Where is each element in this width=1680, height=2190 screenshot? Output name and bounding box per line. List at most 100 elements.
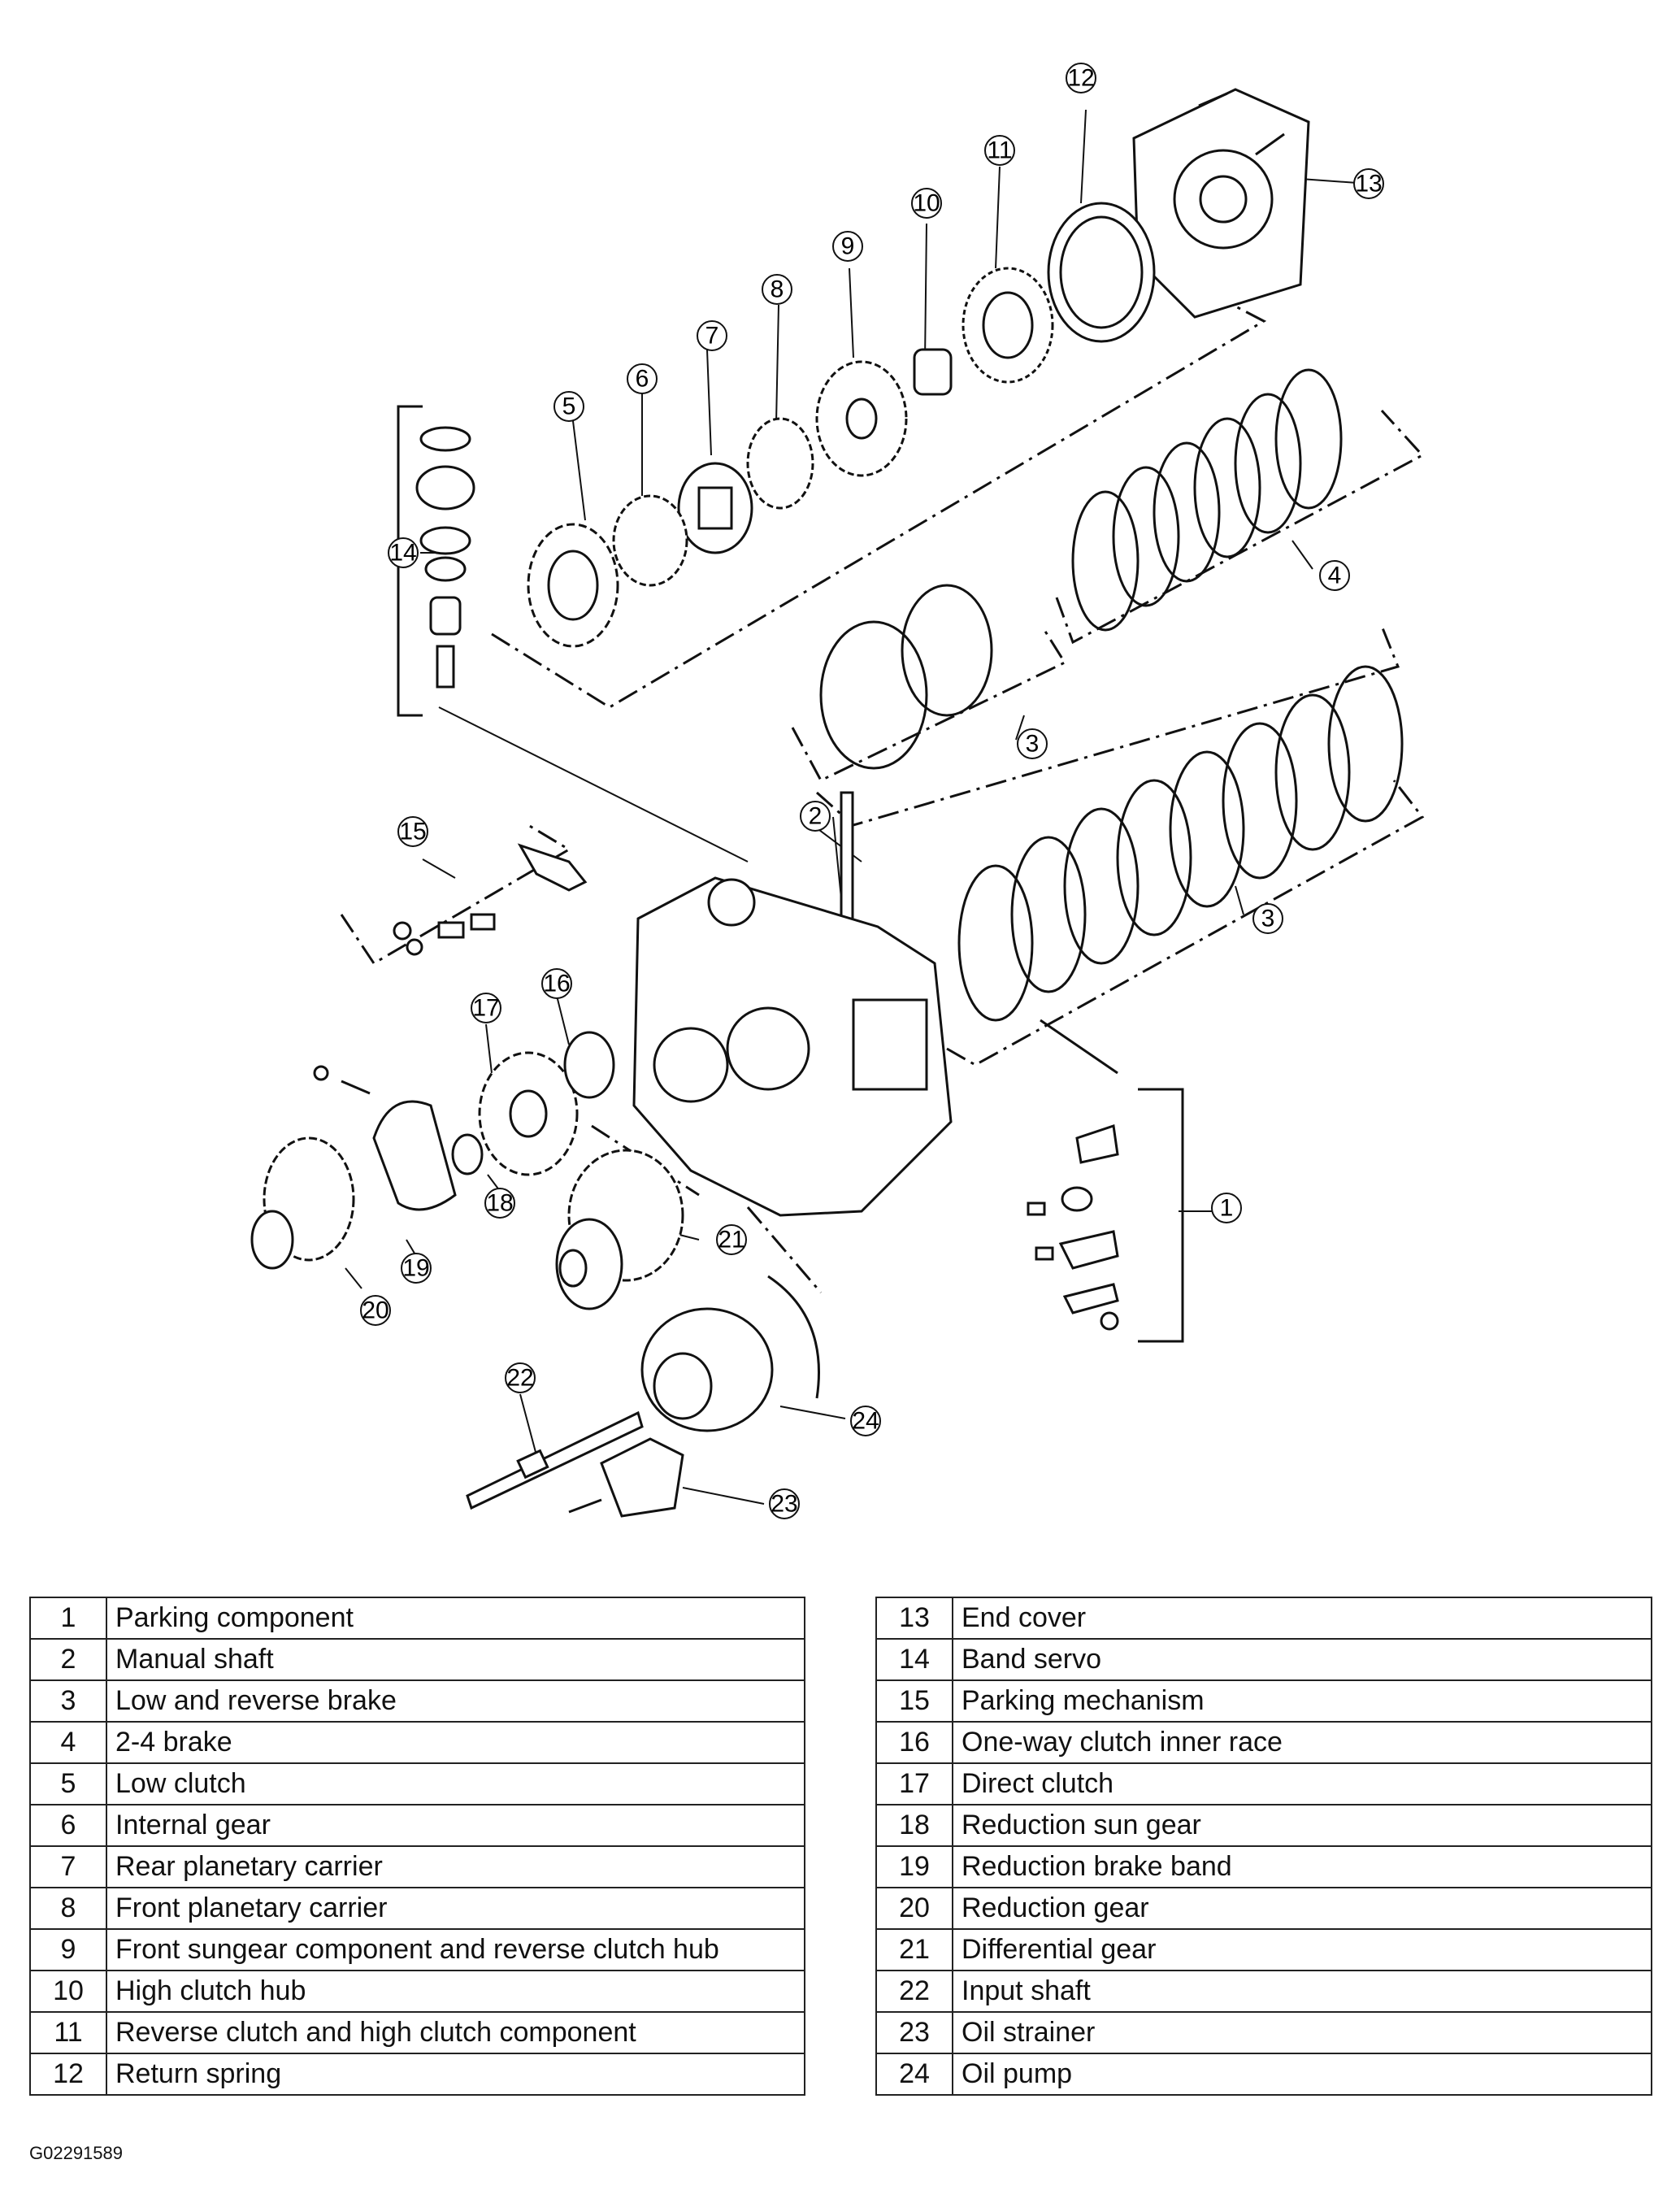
legend-label: High clutch hub [106, 1970, 805, 2013]
legend-label: Oil strainer [952, 2011, 1652, 2054]
part-input-shaft-spline [516, 1449, 549, 1480]
legend-label: 2-4 brake [106, 1721, 805, 1764]
part-oil-strainer [600, 1437, 684, 1518]
legend-label: Manual shaft [106, 1638, 805, 1681]
part-plates-2-4-brake [1071, 368, 1343, 632]
part-one-way-clutch-inner-race [563, 1031, 615, 1099]
callout-label: 10 [913, 190, 940, 217]
part-case-bore [726, 1006, 810, 1091]
callout-label: 15 [399, 819, 426, 845]
legend-label: Reduction sun gear [952, 1804, 1652, 1847]
bracket-1 [1138, 1088, 1184, 1343]
legend-label: Internal gear [106, 1804, 805, 1847]
legend-label: Direct clutch [952, 1762, 1652, 1805]
callout-group [360, 63, 1384, 1519]
callout-label: 16 [543, 971, 570, 997]
legend-number: 14 [875, 1638, 953, 1681]
figure-id: G02291589 [29, 2143, 123, 2163]
part-internal-gear [612, 494, 688, 587]
part-oil-pump-rotor [653, 1352, 713, 1420]
legend-label: Low clutch [106, 1762, 805, 1805]
callout-label: 20 [362, 1297, 389, 1324]
callout-label: 8 [771, 276, 784, 303]
callout-label: 21 [718, 1227, 744, 1254]
legend-number: 2 [29, 1638, 107, 1681]
legend-label: Parking component [106, 1597, 805, 1640]
part-differential-hub [558, 1249, 588, 1288]
part-servo-seal [424, 556, 467, 582]
callout-label: 2 [809, 803, 823, 830]
legend-number: 3 [29, 1679, 107, 1723]
legend-number: 22 [875, 1970, 953, 2013]
part-servo-ring [419, 526, 471, 555]
legend-number: 17 [875, 1762, 953, 1805]
leader-lines [345, 109, 1358, 1505]
part-reduction-gear-shaft [250, 1210, 294, 1270]
legend-number: 20 [875, 1887, 953, 1930]
part-direct-clutch-hub [509, 1089, 548, 1138]
part-input-shaft [466, 1410, 644, 1510]
group-frame-brake-3-lower [816, 625, 1400, 827]
legend-label: Reduction gear [952, 1887, 1652, 1930]
exploded-diagram: 1 2 3 3 4 5 6 7 8 9 10 11 12 13 14 15 16… [250, 63, 1425, 1519]
callout-label: 18 [486, 1190, 513, 1217]
part-bolt [1255, 133, 1285, 156]
callout-label: 22 [506, 1365, 533, 1392]
legend-number: 18 [875, 1804, 953, 1847]
part-case-pocket [852, 998, 928, 1091]
callout-label: 5 [562, 393, 576, 420]
part-reverse-high-clutch-hub [982, 291, 1034, 359]
legend-number: 16 [875, 1721, 953, 1764]
part-bolt [341, 1080, 371, 1095]
legend-number: 23 [875, 2011, 953, 2054]
legend-label: Reverse clutch and high clutch component [106, 2011, 805, 2054]
legend-number: 7 [29, 1845, 107, 1888]
part-bolt [1198, 92, 1228, 107]
legend-label: Low and reverse brake [106, 1679, 805, 1723]
legend-label: End cover [952, 1597, 1652, 1640]
part-low-reverse-pistons [819, 584, 993, 770]
group-frame-brake-4 [1055, 409, 1425, 645]
legend-number: 19 [875, 1845, 953, 1888]
group-frame-brake-3-upper [791, 629, 1067, 782]
callout-label: 6 [636, 366, 649, 393]
legend-label: Input shaft [952, 1970, 1652, 2013]
callout-label: 3 [1261, 906, 1275, 932]
legend-number: 21 [875, 1928, 953, 1971]
callout-label: 23 [771, 1491, 797, 1518]
legend-label: Front planetary carrier [106, 1887, 805, 1930]
group-frame-parking [340, 823, 571, 966]
part-rear-planetary-body [697, 486, 733, 530]
part-bolt [568, 1498, 602, 1514]
part-reduction-brake-band [372, 1100, 457, 1211]
legend-number: 12 [29, 2053, 107, 2096]
part-servo-piston [415, 465, 475, 511]
legend-number: 8 [29, 1887, 107, 1930]
part-front-sungear-hub [845, 398, 878, 440]
callout-label: 9 [841, 233, 855, 260]
legend-number: 15 [875, 1679, 953, 1723]
legend-number: 1 [29, 1597, 107, 1640]
legend-number: 6 [29, 1804, 107, 1847]
callout-label: 17 [472, 995, 499, 1022]
callout-label: 7 [705, 323, 719, 350]
part-parking-component [1027, 1019, 1119, 1331]
group-frame-planetary [491, 267, 1267, 709]
part-case-bore [653, 1027, 729, 1103]
callout-label: 19 [402, 1255, 429, 1282]
legend-number: 24 [875, 2053, 953, 2096]
part-low-clutch-inner [547, 550, 599, 621]
